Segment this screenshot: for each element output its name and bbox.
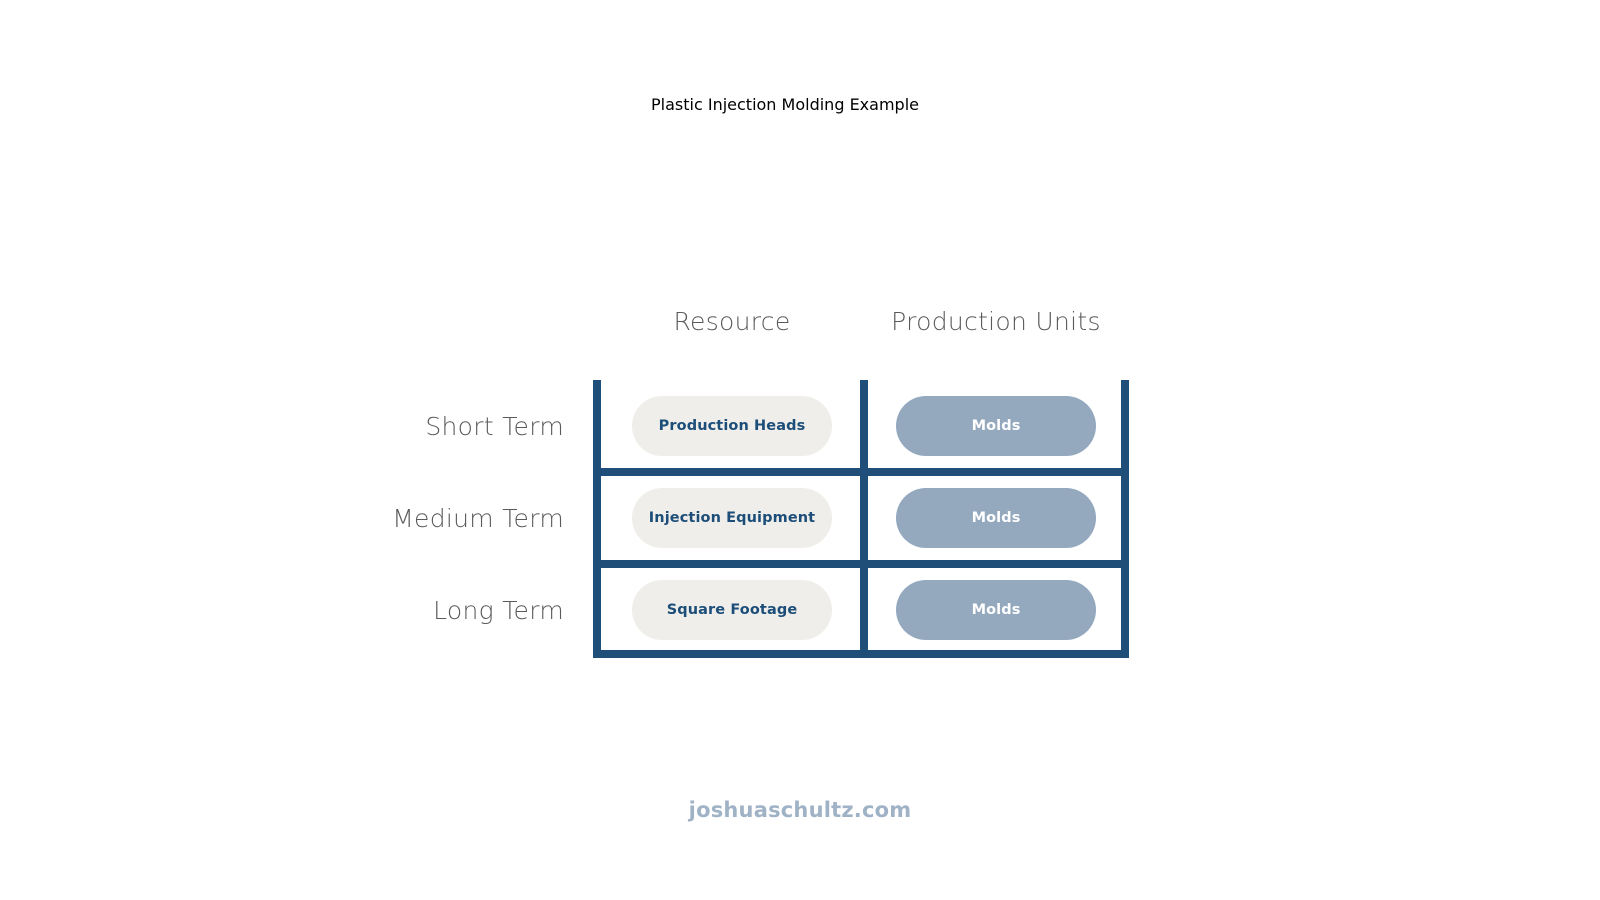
cell-medium-term-production-units[interactable]: Molds bbox=[864, 472, 1128, 564]
pill-molds-short-term[interactable]: Molds bbox=[896, 396, 1096, 456]
page-title-line-1: Plastic Injection Molding bbox=[651, 95, 845, 114]
row-label-long-term: Long Term bbox=[433, 595, 564, 625]
column-header-resource: Resource bbox=[673, 307, 791, 336]
cell-long-term-resource[interactable]: Square Footage bbox=[600, 564, 864, 656]
matrix-border-bottom bbox=[593, 650, 1129, 658]
column-header-production-units: Production Units bbox=[891, 307, 1101, 336]
table-row: Injection Equipment Molds bbox=[600, 472, 1128, 564]
row-label-medium-term: Medium Term bbox=[392, 503, 564, 533]
cell-short-term-production-units[interactable]: Molds bbox=[864, 380, 1128, 472]
pill-molds-medium-term[interactable]: Molds bbox=[896, 488, 1096, 548]
footer-site-link[interactable]: joshuaschultz.com bbox=[688, 798, 912, 822]
table-row: Square Footage Molds bbox=[600, 564, 1128, 656]
cell-medium-term-resource[interactable]: Injection Equipment bbox=[600, 472, 864, 564]
page-title-line-2: Example bbox=[849, 95, 919, 114]
matrix-border-left bbox=[593, 380, 601, 658]
matrix-divider-vertical bbox=[860, 380, 868, 658]
matrix-column-headers: Resource Production Units bbox=[600, 307, 1128, 336]
pill-square-footage[interactable]: Square Footage bbox=[632, 580, 832, 640]
resource-matrix: Production Heads Molds Injection Equipme… bbox=[593, 380, 1129, 658]
pill-molds-long-term[interactable]: Molds bbox=[896, 580, 1096, 640]
matrix-divider-row-2 bbox=[593, 560, 1129, 568]
pill-production-heads[interactable]: Production Heads bbox=[632, 396, 832, 456]
cell-long-term-production-units[interactable]: Molds bbox=[864, 564, 1128, 656]
cell-short-term-resource[interactable]: Production Heads bbox=[600, 380, 864, 472]
matrix-row-labels: Short Term Medium Term Long Term bbox=[300, 380, 580, 656]
matrix-divider-row-1 bbox=[593, 468, 1129, 476]
page-title: Plastic Injection Molding Example bbox=[570, 95, 1000, 114]
pill-injection-equipment[interactable]: Injection Equipment bbox=[632, 488, 832, 548]
matrix-border-right bbox=[1121, 380, 1129, 658]
table-row: Production Heads Molds bbox=[600, 380, 1128, 472]
row-label-short-term: Short Term bbox=[425, 411, 564, 441]
